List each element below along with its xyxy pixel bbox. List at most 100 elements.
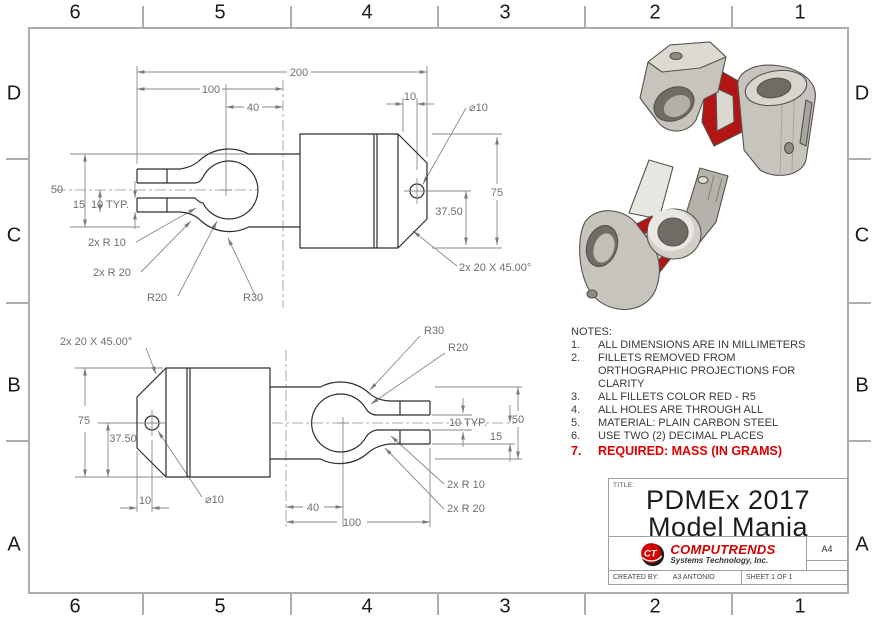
zone-col-label: 2	[649, 1, 661, 24]
note-text: USE TWO (2) DECIMAL PLACES	[598, 430, 764, 442]
front-orthographic-view: 75 37.50 10 ⌀10 2x 20 X 45.00° 40 100 50…	[60, 325, 524, 530]
zone-tick	[290, 6, 292, 27]
created-by-label: CREATED BY:	[613, 574, 659, 581]
drawing-title-line1: PDMEx 2017	[645, 485, 811, 515]
zone-row-label: D	[854, 82, 870, 105]
zone-row-label: C	[6, 224, 22, 247]
dim-50: 50	[51, 184, 63, 196]
zone-tick	[731, 6, 733, 27]
dim-40: 40	[247, 102, 259, 114]
dim-50: 50	[512, 414, 524, 426]
dim-10-typ: 10 TYP.	[449, 417, 487, 429]
zone-tick	[142, 594, 144, 615]
dim-2xr20: 2x R 20	[447, 503, 485, 515]
note-number: 4.	[571, 404, 581, 416]
note-text: ALL FILLETS COLOR RED - R5	[598, 391, 756, 403]
dim-15: 15	[490, 431, 502, 443]
dim-40: 40	[307, 502, 319, 514]
zone-col-label: 4	[361, 1, 373, 24]
drawing-title-line2: Model Mania	[647, 512, 809, 542]
zone-tick	[849, 440, 871, 442]
note-text: MATERIAL: PLAIN CARBON STEEL	[598, 417, 779, 429]
note-text: REQUIRED: MASS (IN GRAMS)	[598, 444, 783, 458]
dim-2xr10: 2x R 10	[88, 237, 126, 249]
zone-col-label: 6	[69, 1, 81, 24]
top-orthographic-view: 200 100 40 10 ⌀10 75 37.50 50 15 10 TYP.…	[51, 66, 531, 308]
dim-r30: R30	[243, 292, 263, 304]
dim-75: 75	[78, 415, 90, 427]
note-item: 3. ALL FILLETS COLOR RED - R5	[571, 391, 833, 404]
dim-2xr10: 2x R 10	[447, 479, 485, 491]
zone-tick	[6, 440, 28, 442]
zone-col-label: 1	[794, 1, 806, 24]
note-number: 1.	[571, 339, 581, 351]
dim-r20: R20	[448, 342, 468, 354]
dim-100: 100	[202, 84, 220, 96]
dim-37-50: 37.50	[435, 206, 463, 218]
note-number: 3.	[571, 391, 581, 403]
zone-tick	[142, 6, 144, 27]
small-hole	[697, 175, 709, 185]
note-number: 5.	[571, 417, 581, 429]
company-logo-icon: CT	[641, 542, 665, 566]
title-block: TITLE: PDMEx 2017 Model Mania CT COMPUTR…	[608, 478, 848, 585]
sheet-border-frame	[28, 27, 849, 594]
company-logo: CT COMPUTRENDS Systems Technology, Inc.	[609, 537, 806, 570]
dim-chamfer: 2x 20 X 45.00°	[60, 336, 132, 348]
dim-10-typ: 10 TYP.	[91, 199, 129, 211]
created-by-value: A3 ANTONIO	[672, 574, 715, 581]
zone-col-label: 5	[214, 595, 226, 618]
dim-200: 200	[290, 67, 308, 79]
dim-10: 10	[404, 91, 416, 103]
company-subtitle: Systems Technology, Inc.	[670, 555, 769, 565]
note-number: 7.	[571, 444, 582, 458]
dim-r30: R30	[424, 325, 444, 337]
zone-tick	[584, 6, 586, 27]
dim-37-50: 37.50	[109, 433, 137, 445]
dim-dia10: ⌀10	[205, 494, 224, 506]
note-item: 6. USE TWO (2) DECIMAL PLACES	[571, 430, 833, 443]
sheet-number: SHEET 1 OF 1	[746, 574, 793, 581]
note-item: 5. MATERIAL: PLAIN CARBON STEEL	[571, 417, 833, 430]
note-number: 6.	[571, 430, 581, 442]
front-view-dimensions: 75 37.50 10 ⌀10 2x 20 X 45.00° 40 100 50…	[60, 325, 524, 529]
sheet-size: A4	[807, 537, 847, 561]
zone-col-label: 3	[499, 1, 511, 24]
zone-tick	[6, 302, 28, 304]
zone-col-label: 4	[361, 595, 373, 618]
title-cell: TITLE: PDMEx 2017 Model Mania	[609, 479, 847, 541]
dim-chamfer: 2x 20 X 45.00°	[459, 262, 531, 274]
note-item-required: 7. REQUIRED: MASS (IN GRAMS)	[571, 445, 833, 458]
dim-r20: R20	[147, 292, 167, 304]
title-label: TITLE:	[613, 482, 635, 489]
small-hole	[586, 289, 598, 299]
zone-row-label: A	[7, 533, 21, 556]
dim-75: 75	[491, 187, 503, 199]
zone-col-label: 1	[794, 595, 806, 618]
note-number: 2.	[571, 352, 581, 364]
created-by-cell: CREATED BY: A3 ANTONIO	[609, 571, 742, 584]
zone-row-label: B	[7, 374, 21, 397]
dim-10: 10	[139, 495, 151, 507]
small-hole	[669, 51, 683, 61]
bore-hole	[756, 77, 792, 99]
dim-dia10: ⌀10	[469, 102, 488, 114]
empty-cell	[807, 561, 847, 570]
zone-row-label: B	[855, 374, 869, 397]
zone-row-label: C	[854, 224, 870, 247]
zone-row-label: A	[855, 533, 869, 556]
zone-col-label: 2	[649, 595, 661, 618]
note-item: 1. ALL DIMENSIONS ARE IN MILLIMETERS	[571, 339, 833, 352]
iso-view-upper	[639, 41, 816, 177]
dim-15: 15	[73, 199, 85, 211]
logo-monogram: CT	[644, 548, 658, 559]
dim-100: 100	[343, 517, 361, 529]
dim-2xr20: 2x R 20	[93, 267, 131, 279]
zone-tick	[437, 594, 439, 615]
zone-tick	[849, 302, 871, 304]
top-view-dimensions: 200 100 40 10 ⌀10 75 37.50 50 15 10 TYP.…	[51, 67, 531, 304]
zone-tick	[584, 594, 586, 615]
iso-view-lower	[579, 159, 729, 311]
